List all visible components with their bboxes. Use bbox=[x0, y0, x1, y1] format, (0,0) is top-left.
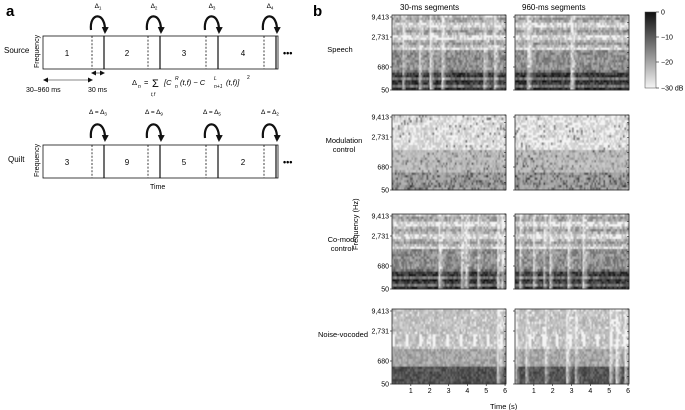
delta-label: Δ = Δ9 bbox=[145, 109, 163, 117]
formula-c2-sup: L bbox=[214, 76, 217, 82]
delta-label: Δ3 bbox=[209, 3, 216, 11]
quilt-label: Quilt bbox=[8, 155, 25, 164]
segment-label: 2 bbox=[125, 49, 130, 58]
y-tick-label: 680 bbox=[377, 65, 389, 72]
formula-c2-sub: n+1 bbox=[214, 84, 223, 90]
transition-arrow bbox=[89, 123, 109, 142]
y-tick-label: 9,413 bbox=[371, 115, 389, 122]
segment-label: 3 bbox=[65, 158, 70, 167]
transition-arrow bbox=[145, 15, 165, 34]
segment-label: 9 bbox=[125, 158, 130, 167]
transition-arrow bbox=[261, 15, 281, 34]
transition-arrow bbox=[89, 15, 109, 34]
y-tick-label: 50 bbox=[381, 88, 389, 95]
formula-c1-sub: n bbox=[175, 84, 178, 90]
segment-label: 4 bbox=[241, 49, 246, 58]
x-tick-label: 5 bbox=[607, 388, 611, 395]
formula-lhs-sub: n bbox=[138, 84, 141, 90]
spectrogram-panel: 1 2 3 4 5 6 bbox=[513, 308, 630, 395]
formula-sum: Σ bbox=[152, 78, 159, 90]
panel-a-label: a bbox=[6, 3, 15, 20]
colorbar-tick-label: −20 bbox=[661, 60, 673, 67]
segment-label: 2 bbox=[241, 158, 246, 167]
formula-sum-sub: t,f bbox=[151, 92, 156, 98]
x-tick-label: 6 bbox=[503, 388, 507, 395]
spectrogram-panel bbox=[513, 114, 630, 191]
time-axis-label: Time bbox=[150, 184, 165, 191]
spectrogram-panel: 9,413 2,731 680 50 bbox=[371, 15, 507, 95]
x-tick-label: 2 bbox=[428, 388, 432, 395]
spectrogram-panel bbox=[513, 14, 630, 91]
delta-label: Δ = Δ3 bbox=[89, 109, 107, 117]
row-label: Co-mod.control bbox=[328, 235, 357, 253]
transition-arrow bbox=[203, 15, 223, 34]
y-tick-label: 680 bbox=[377, 165, 389, 172]
formula-lhs: Δ bbox=[132, 78, 137, 87]
quilt-frequency-axis-label: Frequency bbox=[34, 143, 41, 177]
row-label: Speech bbox=[327, 45, 352, 54]
frequency-axis-label: Frequency (Hz) bbox=[351, 198, 360, 250]
y-tick-label: 9,413 bbox=[371, 214, 389, 221]
overlap-label: 30 ms bbox=[88, 87, 108, 94]
col-title-30ms: 30-ms segments bbox=[400, 3, 459, 12]
y-tick-label: 680 bbox=[377, 359, 389, 366]
y-tick-label: 2,731 bbox=[371, 35, 389, 42]
colorbar-tick-label: −10 bbox=[661, 35, 673, 42]
source-ellipsis: ••• bbox=[283, 48, 292, 58]
x-tick-label: 4 bbox=[588, 388, 592, 395]
colorbar-tick-label: 0 bbox=[661, 10, 665, 17]
delta-label: Δ2 bbox=[151, 3, 158, 11]
colorbar bbox=[644, 11, 657, 89]
formula-exp: 2 bbox=[247, 75, 250, 81]
y-tick-label: 2,731 bbox=[371, 135, 389, 142]
formula-c1-sup: R bbox=[175, 76, 179, 82]
panel-b-label: b bbox=[313, 3, 322, 20]
col-title-960ms: 960-ms segments bbox=[522, 3, 586, 12]
formula-mid: (t,f) − C bbox=[180, 78, 206, 87]
x-tick-label: 3 bbox=[447, 388, 451, 395]
delta-label: Δ = Δ5 bbox=[203, 109, 221, 117]
y-tick-label: 50 bbox=[381, 188, 389, 195]
x-tick-label: 3 bbox=[570, 388, 574, 395]
transition-arrow bbox=[145, 123, 165, 142]
x-tick-label: 2 bbox=[551, 388, 555, 395]
delta-label: Δ4 bbox=[267, 3, 274, 11]
transition-arrow bbox=[203, 123, 223, 142]
segment-range-label: 30–960 ms bbox=[26, 87, 61, 94]
spectrogram-panel bbox=[513, 213, 630, 290]
x-tick-label: 1 bbox=[409, 388, 413, 395]
source-label: Source bbox=[4, 46, 30, 55]
y-tick-label: 2,731 bbox=[371, 329, 389, 336]
spectrogram-panel: 9,413 2,731 680 50 bbox=[371, 214, 507, 294]
spectrogram-panel: 9,413 2,731 680 50 1 2 3 4 5 6 bbox=[371, 309, 507, 396]
delta-label: Δ = Δ2 bbox=[261, 109, 279, 117]
x-tick-label: 1 bbox=[532, 388, 536, 395]
colorbar-tick-label: −30 dB bbox=[661, 86, 684, 93]
x-tick-label: 6 bbox=[626, 388, 630, 395]
x-tick-label: 4 bbox=[465, 388, 469, 395]
x-tick-label: 5 bbox=[484, 388, 488, 395]
segment-label: 1 bbox=[65, 49, 70, 58]
y-tick-label: 680 bbox=[377, 264, 389, 271]
spectrogram-panel: 9,413 2,731 680 50 bbox=[371, 115, 507, 195]
segment-label: 5 bbox=[182, 158, 187, 167]
formula-open: [C bbox=[163, 78, 172, 87]
formula-close: (t,f)] bbox=[226, 78, 240, 87]
y-tick-label: 9,413 bbox=[371, 15, 389, 22]
y-tick-label: 50 bbox=[381, 382, 389, 389]
y-tick-label: 9,413 bbox=[371, 309, 389, 316]
quilt-ellipsis: ••• bbox=[283, 157, 292, 167]
delta-formula: Δ n = Σ t,f [C R n (t,f) − C L n+1 (t,f)… bbox=[132, 75, 250, 98]
formula-eq: = bbox=[144, 78, 149, 87]
y-tick-label: 50 bbox=[381, 287, 389, 294]
source-frequency-axis-label: Frequency bbox=[34, 34, 41, 68]
transition-arrow bbox=[261, 123, 281, 142]
delta-label: Δ1 bbox=[95, 3, 102, 11]
row-label: Noise-vocoded bbox=[318, 330, 368, 339]
y-tick-label: 2,731 bbox=[371, 234, 389, 241]
segment-label: 3 bbox=[182, 49, 187, 58]
time-s-axis-label: Time (s) bbox=[490, 402, 518, 410]
